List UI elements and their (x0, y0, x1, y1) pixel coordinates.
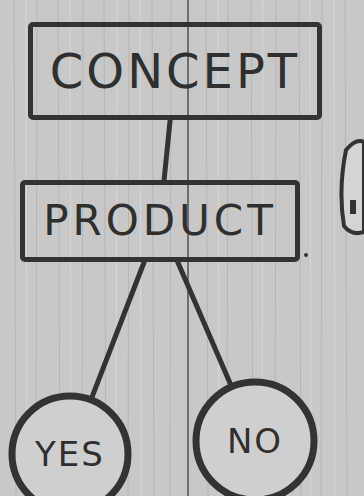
node-label: YES (35, 437, 105, 471)
concept-box: CONCEPT (28, 22, 322, 120)
ink-dot (304, 253, 308, 257)
connector-stroke (92, 262, 144, 397)
connector-line (164, 120, 170, 180)
yes-circle: YES (8, 392, 132, 496)
node-label: CONCEPT (50, 47, 300, 95)
circle-ring (196, 382, 314, 496)
no-circle: NO (192, 378, 318, 496)
connector-line (92, 262, 144, 397)
connector-stroke (178, 262, 231, 384)
connector-line (178, 262, 231, 384)
connector-stroke (164, 120, 170, 180)
cropped-doodle-mark (350, 200, 356, 214)
circle-ring (12, 396, 128, 496)
node-label: PRODUCT (43, 200, 277, 242)
cropped-doodle (341, 141, 364, 233)
product-box: PRODUCT (20, 180, 300, 262)
node-label: NO (227, 424, 283, 458)
